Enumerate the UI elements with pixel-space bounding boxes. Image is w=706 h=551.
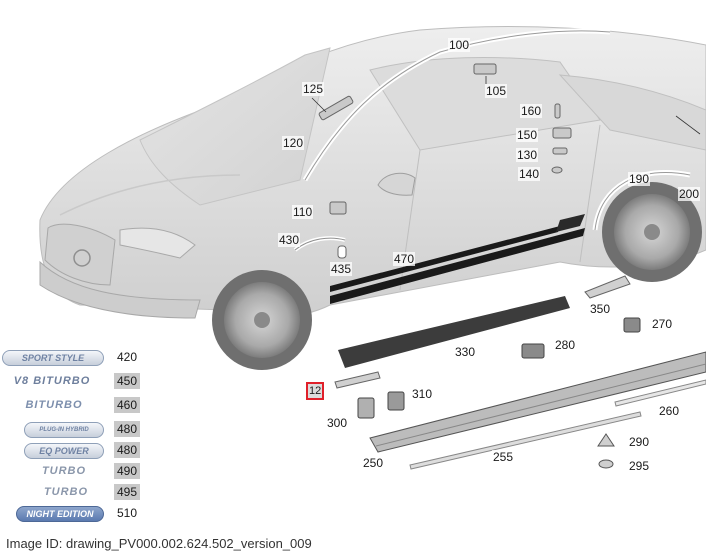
bracket-12 bbox=[334, 371, 381, 389]
clip-290 bbox=[597, 433, 615, 447]
callout-125: 125 bbox=[302, 82, 325, 96]
emblem-row: TURBO 490 bbox=[0, 463, 150, 481]
emblem-row: PLUG-IN HYBRID 480 bbox=[0, 421, 150, 439]
emblem-row: NIGHT EDITION 510 bbox=[0, 505, 150, 523]
callout-130: 130 bbox=[516, 148, 539, 162]
callout-470: 470 bbox=[393, 252, 416, 266]
callout-435: 435 bbox=[330, 262, 353, 276]
clip-part-130 bbox=[552, 147, 568, 155]
callout-120: 120 bbox=[282, 136, 305, 150]
clip-part-110 bbox=[329, 201, 347, 215]
emblem-number: 510 bbox=[116, 506, 138, 520]
emblem-badge: NIGHT EDITION bbox=[16, 506, 104, 522]
callout-160: 160 bbox=[520, 104, 543, 118]
side-skirt-250 bbox=[369, 351, 706, 453]
emblem-number: 490 bbox=[114, 463, 140, 479]
emblem-badge: V8 BITURBO bbox=[13, 375, 91, 387]
emblem-badge: TURBO bbox=[41, 465, 87, 477]
callout-280: 280 bbox=[554, 338, 577, 352]
callout-260: 260 bbox=[658, 404, 681, 418]
emblem-number: 460 bbox=[114, 397, 140, 413]
emblem-row: EQ POWER 480 bbox=[0, 442, 150, 460]
clip-300 bbox=[357, 397, 375, 419]
car-body bbox=[39, 25, 706, 319]
clip-part-105 bbox=[473, 63, 497, 75]
emblem-number: 420 bbox=[116, 350, 138, 364]
emblem-number: 480 bbox=[114, 421, 140, 437]
callout-270: 270 bbox=[651, 317, 674, 331]
clip-part-120 bbox=[318, 95, 354, 121]
callout-330: 330 bbox=[454, 345, 477, 359]
clip-part-150 bbox=[552, 127, 572, 139]
callout-250: 250 bbox=[362, 456, 385, 470]
callout-430: 430 bbox=[278, 233, 301, 247]
sill-panel-330 bbox=[338, 296, 570, 368]
emblem-row: SPORT STYLE 420 bbox=[0, 349, 150, 367]
side-stripe-decal bbox=[330, 214, 585, 304]
emblem-badge: BITURBO bbox=[25, 399, 83, 411]
callout-310: 310 bbox=[411, 387, 434, 401]
callout-150: 150 bbox=[516, 128, 539, 142]
callout-190: 190 bbox=[628, 172, 651, 186]
clip-part-160 bbox=[554, 103, 561, 119]
clip-part-140 bbox=[551, 166, 563, 174]
emblem-number: 480 bbox=[114, 442, 140, 458]
leader-lines bbox=[311, 76, 701, 135]
callout-300: 300 bbox=[326, 416, 349, 430]
callout-350: 350 bbox=[589, 302, 612, 316]
callout-105: 105 bbox=[485, 84, 508, 98]
emblem-number: 495 bbox=[114, 484, 140, 500]
emblem-row: BITURBO 460 bbox=[0, 397, 150, 415]
emblem-row: TURBO 495 bbox=[0, 484, 150, 502]
trim-strip-260 bbox=[614, 379, 706, 407]
callout-290: 290 bbox=[628, 435, 651, 449]
emblem-badge: TURBO bbox=[43, 486, 89, 498]
emblem-badge: SPORT STYLE bbox=[2, 350, 104, 366]
bracket-350 bbox=[584, 275, 631, 299]
callout-295: 295 bbox=[628, 459, 651, 473]
clip-310 bbox=[387, 391, 405, 411]
clip-270 bbox=[623, 317, 641, 333]
emblem-badge: PLUG-IN HYBRID bbox=[24, 422, 104, 438]
emblem-row: V8 BITURBO 450 bbox=[0, 373, 150, 391]
emblem-number: 450 bbox=[114, 373, 140, 389]
image-id-caption: Image ID: drawing_PV000.002.624.502_vers… bbox=[6, 536, 312, 551]
clip-295 bbox=[598, 459, 614, 469]
callout-200: 200 bbox=[678, 187, 701, 201]
callout-110: 110 bbox=[292, 205, 314, 219]
callout-140: 140 bbox=[518, 167, 541, 181]
front-wheel bbox=[212, 270, 312, 370]
emblem-badge: EQ POWER bbox=[24, 443, 104, 459]
clip-part-435 bbox=[337, 245, 347, 259]
trim-strip-255 bbox=[409, 411, 642, 470]
callout-255: 255 bbox=[492, 450, 515, 464]
callout-12-highlighted: 12 bbox=[306, 382, 325, 400]
callout-100: 100 bbox=[448, 38, 471, 52]
rear-wheel bbox=[602, 182, 702, 282]
clip-280 bbox=[521, 343, 545, 359]
